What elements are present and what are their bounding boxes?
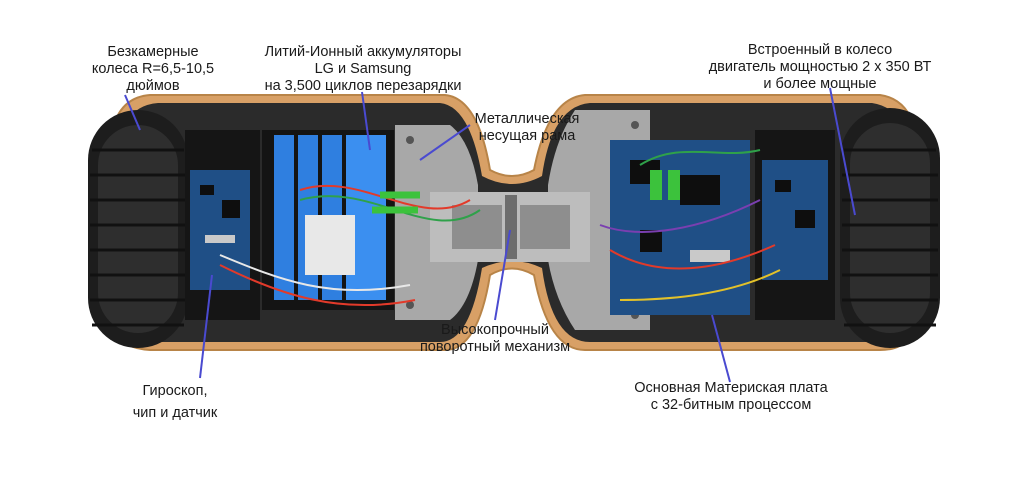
label-metal-frame: Металлическая несущая рама [452, 111, 602, 145]
right-gyro-board [755, 130, 835, 320]
label-pivot-mechanism-line2: поворотный механизм [419, 339, 571, 355]
label-tubeless-tires-line3: дюймов [126, 78, 180, 94]
label-li-ion-battery-line1: Литий-Ионный аккумуляторы [264, 44, 462, 60]
battery-pack [262, 130, 394, 310]
label-main-board-line1: Основная Материская плата [634, 380, 828, 396]
pointer-lines [124, 87, 856, 383]
label-hub-motor-line3: и более мощные [763, 76, 877, 92]
label-metal-frame-line1: Металлическая [474, 111, 580, 127]
label-tubeless-tires-line2: колеса R=6,5-10,5 [91, 61, 215, 77]
label-pivot-mechanism-line1: Высокопрочный [441, 322, 549, 338]
label-main-board-line2: с 32-битным процессом [650, 397, 812, 413]
label-hub-motor: Встроенный в колесо двигатель мощностью … [680, 42, 960, 93]
left-wheel [88, 110, 188, 348]
wires [219, 149, 781, 307]
label-main-board: Основная Материская плата с 32-битным пр… [596, 380, 866, 414]
label-gyroscope-line2: чип и датчик [132, 405, 218, 421]
label-tubeless-tires-line1: Безкамерные [107, 44, 199, 60]
pivot-mechanism [430, 192, 590, 262]
label-li-ion-battery-line2: LG и Samsung [314, 61, 412, 77]
label-hub-motor-line1: Встроенный в колесо [747, 42, 893, 58]
label-gyroscope: Гироскоп, чип и датчик [110, 380, 240, 424]
left-gyro-board [185, 130, 260, 320]
label-gyroscope-line1: Гироскоп, [142, 383, 208, 399]
label-li-ion-battery: Литий-Ионный аккумуляторы LG и Samsung н… [228, 44, 498, 95]
label-tubeless-tires: Безкамерные колеса R=6,5-10,5 дюймов [78, 44, 228, 95]
label-pivot-mechanism: Высокопрочный поворотный механизм [395, 322, 595, 356]
label-hub-motor-line2: двигатель мощностью 2 х 350 ВТ [708, 59, 932, 75]
right-wheel [840, 108, 940, 348]
label-li-ion-battery-line3: на 3,500 циклов перезарядки [264, 78, 462, 94]
label-metal-frame-line2: несущая рама [478, 128, 576, 144]
